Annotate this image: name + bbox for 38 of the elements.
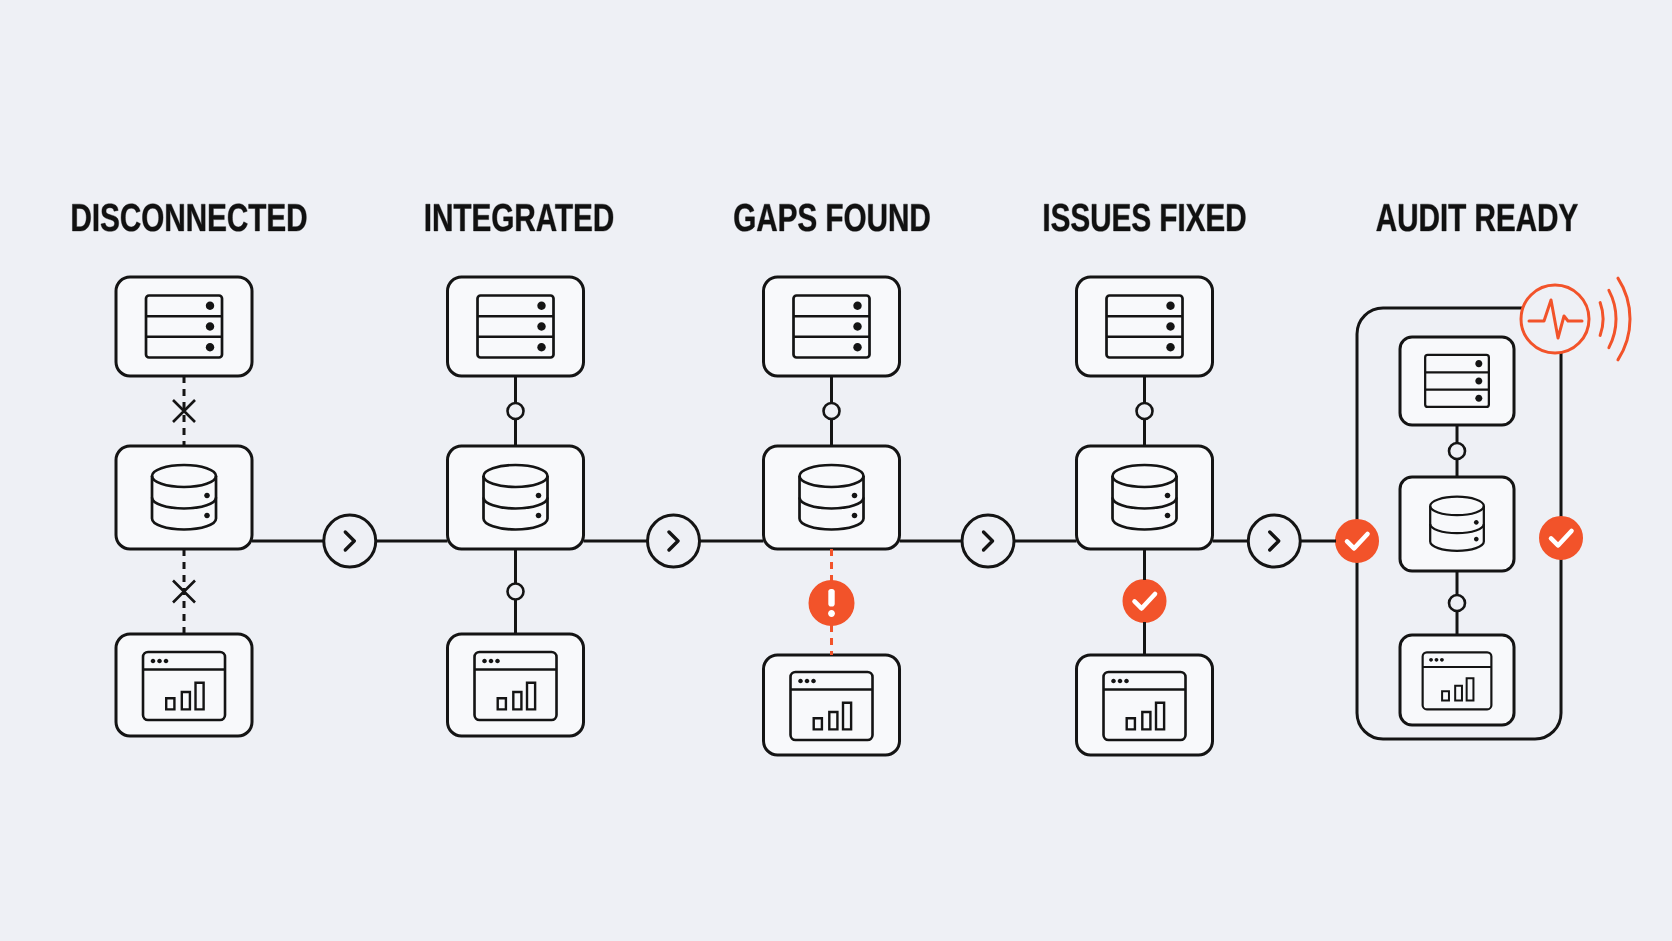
rounded-box (1398, 633, 1516, 727)
arrow (899, 513, 1077, 569)
alert-icon (808, 580, 855, 626)
dashed-connector (182, 376, 186, 446)
rounded-box (1075, 444, 1214, 551)
rounded-box (1398, 335, 1516, 427)
connector-line (514, 376, 517, 446)
column-heading: DISCONNECTED (72, 203, 307, 232)
column-heading: GAPS FOUND (734, 203, 930, 232)
check-icon (1122, 579, 1167, 623)
dashed-connector (830, 625, 833, 655)
connector-line (514, 549, 517, 634)
rounded-box (1075, 275, 1214, 378)
dashed-connector (830, 549, 833, 581)
column-heading: AUDIT READY (1376, 203, 1578, 232)
rounded-box (446, 444, 585, 551)
rounded-box (114, 275, 254, 378)
arrow (252, 513, 448, 569)
rounded-box (446, 275, 585, 378)
rounded-box (762, 275, 901, 378)
arrow (1212, 513, 1336, 569)
connector-line (1143, 622, 1146, 655)
connector-line (1143, 376, 1146, 446)
connector-line (1455, 425, 1459, 477)
rounded-box (1398, 475, 1516, 573)
check-icon (1539, 516, 1583, 560)
connector-line (830, 376, 833, 446)
rounded-box (762, 444, 901, 551)
check-icon (1335, 519, 1379, 563)
connector-line (1455, 571, 1459, 635)
column-heading: ISSUES FIXED (1044, 203, 1246, 232)
rounded-box (114, 632, 254, 738)
rounded-box (446, 632, 585, 738)
arrow (583, 513, 764, 569)
column-heading: INTEGRATED (425, 203, 613, 232)
connector-line (1143, 549, 1146, 580)
dashed-connector (182, 549, 186, 634)
rounded-box (114, 444, 254, 551)
